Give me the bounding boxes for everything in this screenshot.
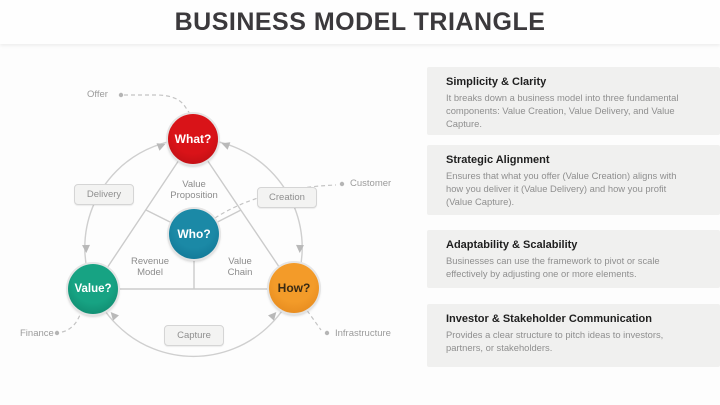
delivery-box: Delivery: [74, 184, 134, 205]
panel-investor-stakeholder-communication: Investor & Stakeholder Communication Pro…: [427, 304, 720, 367]
customer-label: Customer: [350, 178, 392, 189]
value-chain-label: Value Chain: [227, 256, 253, 279]
panel-body: Ensures that what you offer (Value Creat…: [446, 170, 677, 208]
node-how-label: How?: [277, 281, 311, 295]
node-who: Who?: [169, 209, 219, 259]
creation-box-label: Creation: [269, 192, 305, 203]
node-how: How?: [269, 263, 319, 313]
finance-connector: [61, 310, 83, 333]
panel-body: Businesses can use the framework to pivo…: [446, 255, 660, 280]
revenue-model-label: Revenue Model: [130, 256, 170, 279]
panel-title: Strategic Alignment: [446, 154, 550, 166]
infrastructure-label: Infrastructure: [335, 328, 391, 339]
slide-header: BUSINESS MODEL TRIANGLE: [0, 0, 720, 44]
offer-label: Offer: [87, 89, 108, 100]
finance-label: Finance: [20, 328, 54, 339]
delivery-box-label: Delivery: [86, 189, 122, 200]
panel-title: Investor & Stakeholder Communication: [446, 313, 652, 325]
panel-simplicity-clarity: Simplicity & Clarity It breaks down a bu…: [427, 67, 720, 135]
business-model-triangle-diagram: Delivery Creation Capture What? Who? Val…: [0, 44, 430, 405]
page-title: BUSINESS MODEL TRIANGLE: [174, 7, 546, 36]
value-proposition-label: Value Proposition: [170, 179, 218, 202]
connector-dots: [54, 92, 345, 336]
panel-body: Provides a clear structure to pitch idea…: [446, 329, 664, 354]
node-value-label: Value?: [74, 283, 112, 295]
panel-title: Adaptability & Scalability: [446, 239, 578, 251]
node-what-label: What?: [174, 132, 212, 146]
capture-box-label: Capture: [177, 330, 211, 341]
panel-adaptability-scalability: Adaptability & Scalability Businesses ca…: [427, 230, 720, 288]
panel-strategic-alignment: Strategic Alignment Ensures that what yo…: [427, 145, 720, 215]
node-what: What?: [168, 114, 218, 164]
offer-connector: [124, 94, 191, 115]
creation-box: Creation: [257, 187, 317, 208]
node-value: Value?: [68, 264, 118, 314]
panel-title: Simplicity & Clarity: [446, 76, 547, 88]
ring-arrowheads: [82, 142, 304, 321]
capture-box: Capture: [164, 325, 224, 346]
panel-body: It breaks down a business model into thr…: [446, 92, 679, 130]
node-who-label: Who?: [177, 227, 211, 241]
